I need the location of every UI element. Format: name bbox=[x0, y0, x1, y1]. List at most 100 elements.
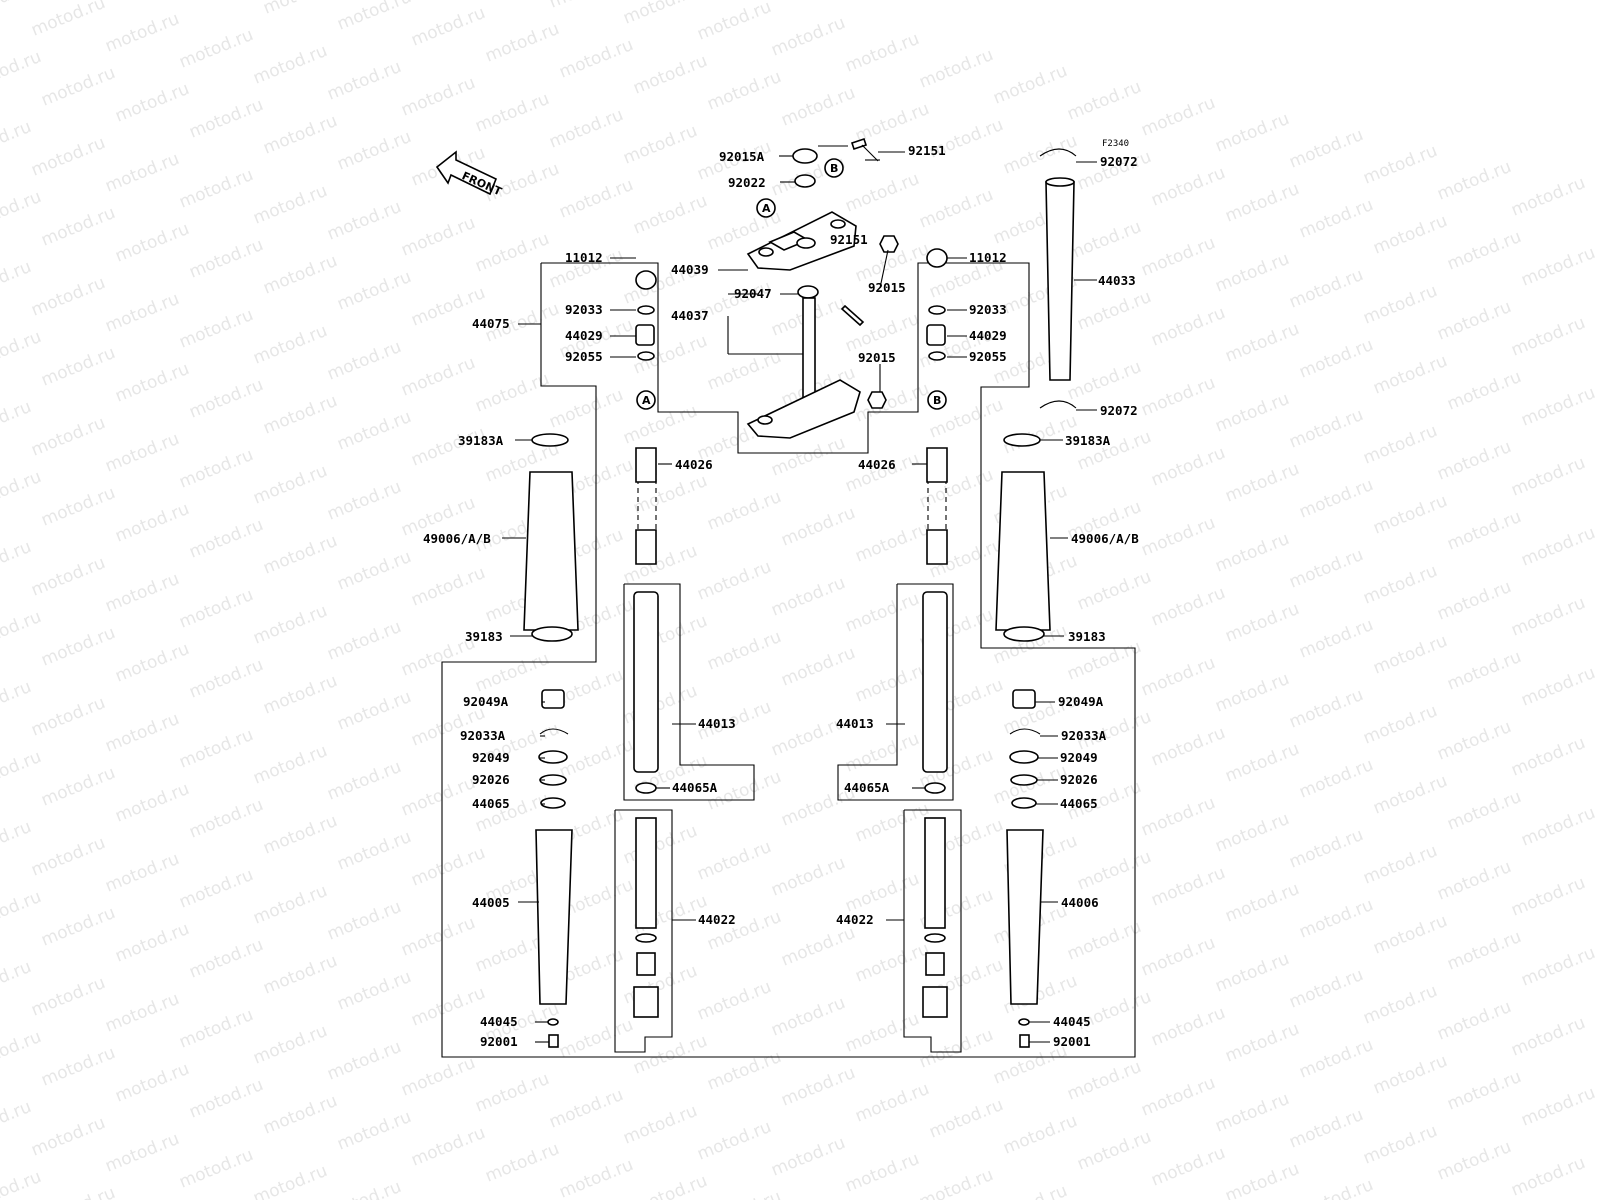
fork-guard-right bbox=[1039, 148, 1077, 409]
watermark-text: motod.ru bbox=[1444, 367, 1524, 415]
watermark-text: motod.ru bbox=[1138, 653, 1218, 701]
watermark-text: motod.ru bbox=[1064, 637, 1144, 685]
watermark-text: motod.ru bbox=[1518, 523, 1598, 571]
watermark-text: motod.ru bbox=[1000, 1111, 1080, 1159]
label-44022-left: 44022 bbox=[698, 912, 736, 927]
watermark-text: motod.ru bbox=[704, 1187, 784, 1200]
watermark-text: motod.ru bbox=[102, 289, 182, 337]
watermark-text: motod.ru bbox=[1360, 281, 1440, 329]
watermark-text: motod.ru bbox=[852, 379, 932, 427]
watermark-text: motod.ru bbox=[768, 1133, 848, 1181]
watermark-text: motod.ru bbox=[186, 375, 266, 423]
watermark-text: motod.ru bbox=[28, 273, 108, 321]
watermark-text: motod.ru bbox=[546, 105, 626, 153]
watermark-text: motod.ru bbox=[260, 531, 340, 579]
watermark-text: motod.ru bbox=[176, 865, 256, 913]
watermark-text: motod.ru bbox=[1074, 1127, 1154, 1175]
label-92151-top: 92151 bbox=[908, 143, 946, 158]
watermark-text: motod.ru bbox=[176, 165, 256, 213]
watermark-text: motod.ru bbox=[334, 267, 414, 315]
watermark-text: motod.ru bbox=[556, 1155, 636, 1200]
watermark-text: motod.ru bbox=[842, 869, 922, 917]
assembly-frames bbox=[441, 262, 1136, 1058]
watermark-text: motod.ru bbox=[186, 235, 266, 283]
label-44005: 44005 bbox=[472, 895, 510, 910]
watermark-text: motod.ru bbox=[1212, 389, 1292, 437]
watermark-text: motod.ru bbox=[1222, 179, 1302, 227]
watermark-text: motod.ru bbox=[1148, 863, 1228, 911]
watermark-text: motod.ru bbox=[1286, 1105, 1366, 1153]
watermark-text: motod.ru bbox=[334, 547, 414, 595]
watermark-text: motod.ru bbox=[176, 305, 256, 353]
watermark-text: motod.ru bbox=[260, 671, 340, 719]
label-92033A-left: 92033A bbox=[460, 728, 506, 743]
watermark-text: motod.ru bbox=[1370, 211, 1450, 259]
watermark-text: motod.ru bbox=[990, 1181, 1070, 1200]
watermark-text: motod.ru bbox=[1148, 1003, 1228, 1051]
watermark-text: motod.ru bbox=[1212, 669, 1292, 717]
watermark-text: motod.ru bbox=[704, 487, 784, 535]
watermark-text: motod.ru bbox=[260, 811, 340, 859]
watermark-text: motod.ru bbox=[112, 79, 192, 127]
watermark-text: motod.ru bbox=[1444, 787, 1524, 835]
watermark-text: motod.ru bbox=[334, 687, 414, 735]
watermark-text: motod.ru bbox=[556, 1015, 636, 1063]
watermark-text: motod.ru bbox=[324, 1177, 404, 1200]
watermark-text: motod.ru bbox=[0, 47, 44, 95]
watermark-text: motod.ru bbox=[1222, 319, 1302, 367]
watermark-text: motod.ru bbox=[1296, 615, 1376, 663]
ref-a-top: A bbox=[762, 202, 771, 215]
watermark-text: motod.ru bbox=[620, 1101, 700, 1149]
watermark-text: motod.ru bbox=[250, 881, 330, 929]
watermark-text: motod.ru bbox=[1222, 1019, 1302, 1067]
label-44029-left: 44029 bbox=[565, 328, 603, 343]
watermark-text: motod.ru bbox=[630, 1171, 710, 1200]
watermark-text: motod.ru bbox=[28, 413, 108, 461]
watermark-text: motod.ru bbox=[620, 961, 700, 1009]
watermark-text: motod.ru bbox=[1286, 685, 1366, 733]
watermark-text: motod.ru bbox=[324, 757, 404, 805]
watermark-text: motod.ru bbox=[778, 503, 858, 551]
watermark-text: motod.ru bbox=[546, 1085, 626, 1133]
watermark-text: motod.ru bbox=[250, 181, 330, 229]
watermark-text: motod.ru bbox=[186, 1075, 266, 1123]
label-92055-left: 92055 bbox=[565, 349, 603, 364]
watermark-text: motod.ru bbox=[408, 3, 488, 51]
watermark-text: motod.ru bbox=[842, 169, 922, 217]
diagram-ref-code: F2340 bbox=[1102, 139, 1129, 149]
label-92033A-right: 92033A bbox=[1061, 728, 1107, 743]
leader-lines bbox=[502, 145, 1097, 1043]
watermark-text: motod.ru bbox=[28, 973, 108, 1021]
watermark-text: motod.ru bbox=[398, 773, 478, 821]
watermark-text: motod.ru bbox=[1148, 723, 1228, 771]
part-labels: 92015A 92151 92022 92072 44039 92015 921… bbox=[423, 143, 1139, 1049]
watermark-text: motod.ru bbox=[1518, 1083, 1598, 1131]
watermark-text: motod.ru bbox=[250, 461, 330, 509]
watermark-text: motod.ru bbox=[324, 57, 404, 105]
watermark-text: motod.ru bbox=[546, 0, 626, 13]
watermark-text: motod.ru bbox=[260, 1091, 340, 1139]
watermark-text: motod.ru bbox=[1444, 507, 1524, 555]
watermark-text: motod.ru bbox=[1138, 93, 1218, 141]
watermark-text: motod.ru bbox=[260, 251, 340, 299]
watermark-text: motod.ru bbox=[916, 185, 996, 233]
watermark-text: motod.ru bbox=[778, 643, 858, 691]
watermark-text: motod.ru bbox=[1444, 1067, 1524, 1115]
watermark-text: motod.ru bbox=[0, 1097, 34, 1145]
watermark-text: motod.ru bbox=[260, 391, 340, 439]
watermark-text: motod.ru bbox=[0, 817, 34, 865]
watermark-text: motod.ru bbox=[176, 445, 256, 493]
label-44045-right: 44045 bbox=[1053, 1014, 1091, 1029]
label-92033-right: 92033 bbox=[969, 302, 1007, 317]
label-44026-right: 44026 bbox=[858, 457, 896, 472]
watermark-text: motod.ru bbox=[1138, 1073, 1218, 1121]
watermark-text: motod.ru bbox=[112, 359, 192, 407]
watermark-text: motod.ru bbox=[916, 45, 996, 93]
watermark-text: motod.ru bbox=[0, 537, 34, 585]
watermark-text: motod.ru bbox=[778, 923, 858, 971]
watermark-text: motod.ru bbox=[1508, 873, 1588, 921]
watermark-text: motod.ru bbox=[472, 89, 552, 137]
watermark-text: motod.ru bbox=[1518, 663, 1598, 711]
watermark-text: motod.ru bbox=[1434, 577, 1514, 625]
watermark-text: motod.ru bbox=[1148, 163, 1228, 211]
